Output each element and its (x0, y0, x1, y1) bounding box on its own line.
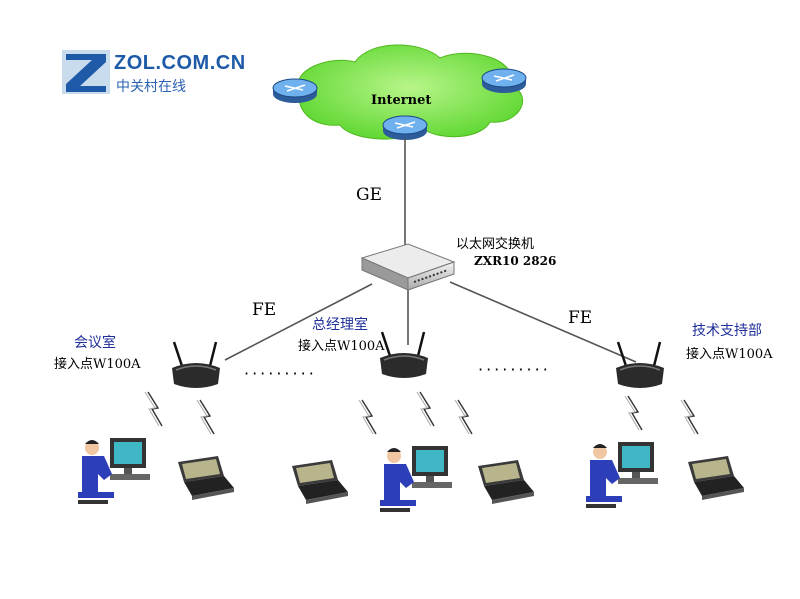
desktop-user-icon (586, 442, 658, 508)
wireless-signal-icon (454, 399, 473, 435)
router-icon (382, 115, 428, 141)
router-icon (481, 68, 527, 94)
network-links (224, 138, 637, 363)
wireless-signal-icon (416, 391, 435, 427)
room-label-meeting: 会议室 (74, 335, 116, 351)
room-label-gm: 总经理室 (312, 317, 368, 333)
fe-label-right: FE (568, 308, 593, 328)
router-icon (272, 78, 318, 104)
logo-text: ZOL.COM.CN (114, 52, 246, 74)
laptop-icon (292, 460, 348, 504)
desktop-user-icon (78, 438, 150, 504)
ellipsis-left: ········· (244, 364, 317, 383)
switch-model: ZXR10 2826 (474, 254, 557, 268)
ellipsis-right: ········· (478, 360, 551, 379)
internet-cloud (297, 44, 523, 140)
wireless-signal-icon (144, 391, 163, 427)
wireless-ap-icon (378, 330, 430, 380)
switch-name: 以太网交换机 (456, 237, 535, 252)
desktop-user-icon (380, 446, 452, 512)
logo-subtext: 中关村在线 (116, 79, 186, 95)
ap-label-meeting: 接入点W100A (54, 357, 141, 372)
wireless-signal-icon (624, 395, 643, 431)
ap-label-gm: 接入点W100A (298, 339, 385, 354)
wireless-ap-icon (614, 340, 666, 390)
room-label-support: 技术支持部 (692, 323, 762, 339)
wireless-ap-icon (170, 340, 222, 390)
laptop-icon (178, 456, 234, 500)
switch-icon (360, 243, 456, 291)
wireless-signal-icon (196, 399, 215, 435)
uplink-label: GE (356, 185, 382, 205)
internet-label: Internet (371, 93, 432, 108)
wireless-signal-icon (358, 399, 377, 435)
zol-logo-mark (62, 50, 110, 94)
fe-label-left: FE (252, 300, 277, 320)
wireless-signal-icon (680, 399, 699, 435)
laptop-icon (688, 456, 744, 500)
laptop-icon (478, 460, 534, 504)
ap-label-support: 接入点W100A (686, 347, 773, 362)
